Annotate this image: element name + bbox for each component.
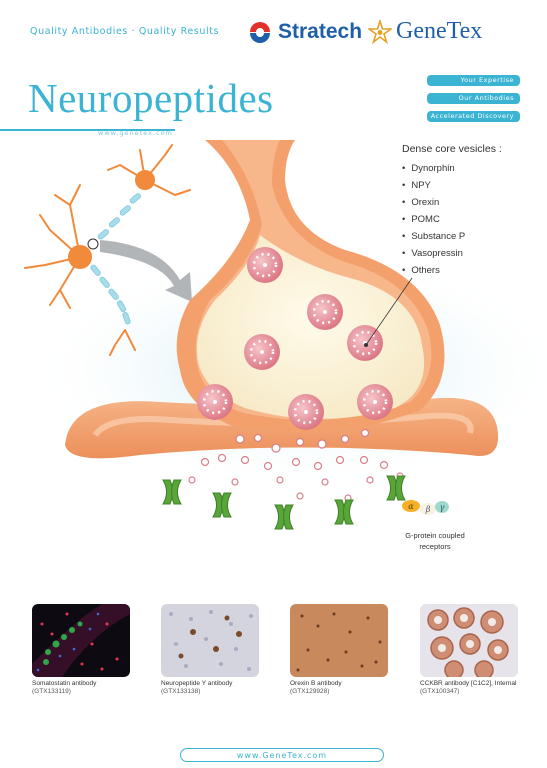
vesicle-list: Dynorphin NPY Orexin POMC Substance P Va…	[402, 160, 465, 279]
list-item: POMC	[402, 211, 465, 228]
product-code[interactable]: (GTX133119)	[32, 688, 71, 695]
receptor-label-line2: receptors	[419, 542, 451, 551]
title-underline	[0, 129, 175, 131]
axon-icon	[90, 193, 141, 325]
list-item: Substance P	[402, 228, 465, 245]
stratech-logo-icon	[250, 21, 270, 43]
product-code[interactable]: (GTX100347)	[420, 688, 460, 695]
list-item: Vasopressin	[402, 245, 465, 262]
list-item: Others	[402, 262, 465, 279]
product-name: Orexin B antibody	[290, 680, 342, 687]
npy-image[interactable]	[161, 604, 259, 677]
receptor-label: G-protein coupled receptors	[390, 530, 480, 552]
product-caption: Neuropeptide Y antibody (GTX133138)	[161, 680, 291, 696]
zoom-arrow-icon	[100, 240, 192, 302]
pill-our-antibodies: Our Antibodies	[427, 93, 520, 104]
zoom-circle-icon	[87, 238, 99, 250]
product-caption: Orexin B antibody (GTX129928)	[290, 680, 420, 696]
orexin-image[interactable]	[290, 604, 388, 677]
list-item: Dynorphin	[402, 160, 465, 177]
stratech-wordmark: Stratech	[278, 19, 363, 43]
product-code[interactable]: (GTX129928)	[290, 688, 330, 695]
genetex-wordmark: GeneTex	[396, 18, 483, 44]
list-item: Orexin	[402, 194, 465, 211]
page-title: Neuropeptides	[28, 75, 274, 121]
product-caption: Somatostatin antibody (GTX133119)	[32, 680, 162, 696]
gamma-label: γ	[440, 503, 445, 512]
receptor-label-line1: G-protein coupled	[405, 531, 465, 540]
alpha-label: α	[408, 502, 414, 511]
gpcr-receptors	[162, 475, 406, 530]
neuron-icon	[24, 144, 191, 356]
product-name: Somatostatin antibody	[32, 680, 97, 687]
genetex-star-icon	[368, 19, 393, 44]
tagline: Quality Antibodies · Quality Results	[30, 26, 220, 37]
synapse-illustration: α β γ	[24, 140, 547, 530]
vesicle-cytoplasm	[196, 235, 425, 419]
product-code[interactable]: (GTX133138)	[161, 688, 201, 695]
pill-your-expertise: Your Expertise	[427, 75, 520, 86]
vesicle-list-title: Dense core vesicles :	[402, 143, 502, 155]
title-url[interactable]: www.genetex.com	[98, 129, 173, 137]
g-protein-subunits: α β γ	[402, 500, 449, 515]
pill-accelerated-discovery: Accelerated Discovery	[427, 111, 520, 122]
vesicle-leader-line	[365, 277, 413, 346]
cckbr-image[interactable]	[420, 604, 518, 677]
somatostatin-image[interactable]	[32, 604, 130, 677]
footer-url-link[interactable]: www.GeneTex.com	[180, 748, 384, 762]
product-name: Neuropeptide Y antibody	[161, 680, 233, 687]
dense-core-vesicles	[197, 247, 393, 430]
list-item: NPY	[402, 177, 465, 194]
product-name: CCKBR antibody [C1C2], Internal	[420, 680, 517, 687]
product-caption: CCKBR antibody [C1C2], Internal (GTX1003…	[420, 680, 540, 696]
neuron-body-icon	[68, 245, 92, 269]
brand-logos: Stratech GeneTex	[248, 18, 482, 45]
beta-label: β	[425, 505, 431, 514]
